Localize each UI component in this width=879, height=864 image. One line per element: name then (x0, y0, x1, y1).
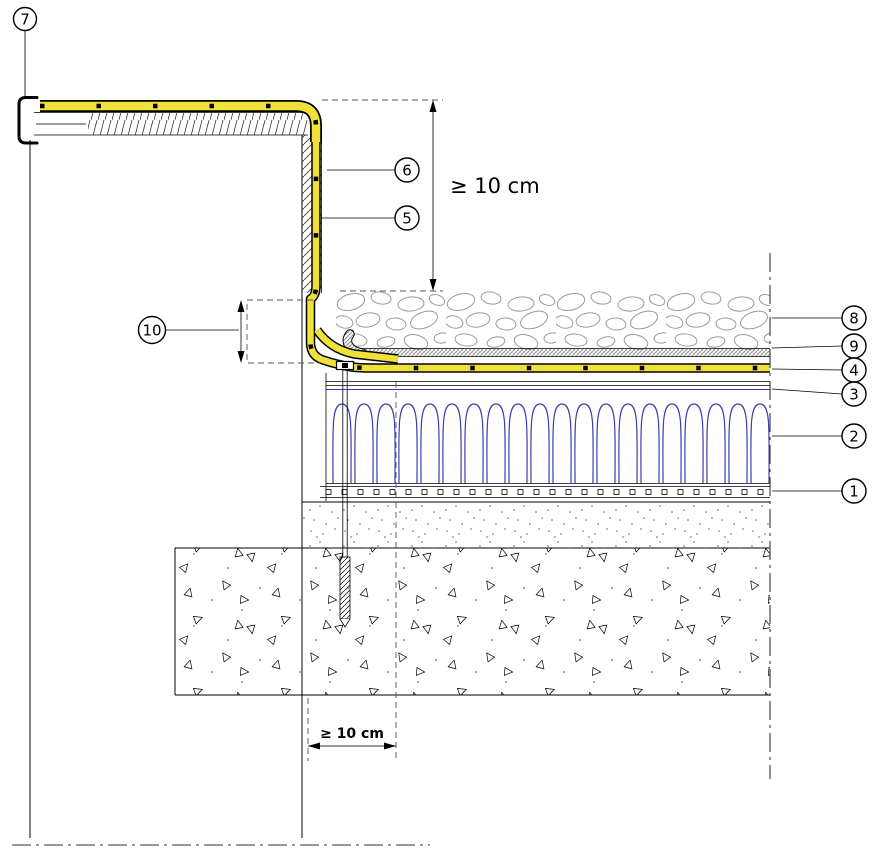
svg-text:8: 8 (849, 309, 859, 327)
gravel-layer (336, 290, 770, 350)
fastener (335, 360, 355, 628)
membrane-fixing-dots (40, 103, 770, 371)
coping-blocking-hatch (88, 113, 308, 135)
dimension-edge-distance: ≥ 10 cm (307, 382, 397, 761)
callout-10: 10 (137, 315, 239, 345)
dimension-overlap-box (237, 299, 320, 364)
coping-assembly (17, 96, 308, 145)
metal-coping-clip (17, 96, 39, 145)
callout-2: 2 (772, 423, 867, 449)
svg-text:9: 9 (849, 337, 859, 355)
insulation-layer (326, 395, 770, 484)
vapor-barrier-layer (320, 486, 770, 498)
callout-6: 6 (327, 157, 420, 183)
svg-text:4: 4 (849, 361, 859, 379)
callout-7: 7 (12, 6, 38, 97)
callout-3: 3 (771, 381, 867, 407)
svg-text:2: 2 (849, 427, 859, 445)
concrete-slab (174, 547, 770, 696)
svg-text:7: 7 (20, 10, 30, 28)
svg-text:5: 5 (402, 209, 412, 227)
concrete-deck (302, 501, 770, 548)
callout-1: 1 (772, 478, 867, 504)
dimension-edge-label: ≥ 10 cm (320, 726, 384, 742)
callout-8: 8 (772, 305, 867, 331)
fastener-anchor (339, 556, 351, 620)
dimension-upstand-height: ≥ 10 cm (322, 99, 540, 292)
svg-text:1: 1 (849, 482, 859, 500)
separation-layer (325, 373, 770, 501)
svg-text:10: 10 (142, 321, 161, 339)
svg-text:6: 6 (402, 161, 412, 179)
dimension-upstand-label: ≥ 10 cm (450, 174, 540, 198)
callout-9: 9 (771, 333, 867, 359)
svg-text:3: 3 (849, 385, 859, 403)
membrane-waterproofing (40, 100, 770, 373)
callout-5: 5 (321, 205, 420, 231)
